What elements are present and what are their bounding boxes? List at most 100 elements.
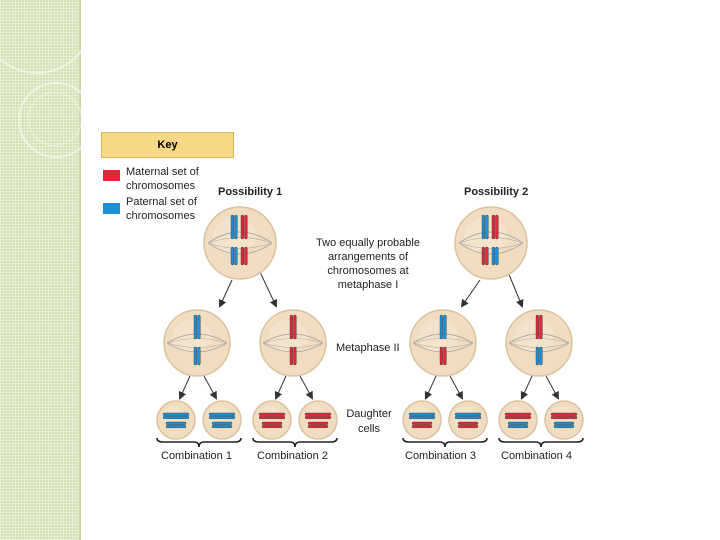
chromatid — [495, 214, 499, 240]
spindle-fiber — [508, 338, 570, 344]
chromatid — [304, 416, 332, 420]
chromatid — [550, 412, 578, 416]
metaphase-ii-cell-3 — [409, 309, 477, 377]
chromatid — [193, 314, 197, 340]
chromatid — [411, 421, 433, 425]
paternal-swatch — [103, 203, 120, 214]
chromatid — [457, 425, 479, 429]
daughter-cell-2a — [252, 400, 292, 440]
chromatid — [457, 421, 479, 425]
maternal-label-line-2: chromosomes — [126, 180, 196, 192]
arrow-m2-3-left — [424, 375, 437, 400]
chromatid — [197, 314, 201, 340]
arrow-m2-1-left — [178, 375, 191, 400]
daughter-cell-1a — [156, 400, 196, 440]
chromatid — [208, 412, 236, 416]
spindle-fiber — [458, 231, 524, 244]
chromatid — [454, 416, 482, 420]
chromatid — [408, 412, 436, 416]
metaphase-i-cell-possibility-2 — [454, 206, 528, 280]
chromatid — [439, 346, 443, 366]
daughter-cell-2b — [298, 400, 338, 440]
chromatid — [504, 416, 532, 420]
chromatid — [261, 421, 283, 425]
chromatid — [443, 346, 447, 366]
metaphase-i-cell-possibility-1 — [203, 206, 277, 280]
chromatid — [197, 346, 201, 366]
metaphase-i-label-line-2: arrangements of — [327, 251, 409, 263]
chromatid — [193, 346, 197, 366]
chromatid — [535, 346, 539, 366]
arrow-m2-3-right — [449, 375, 463, 400]
chromatid — [211, 421, 233, 425]
arrow-m2-4-left — [520, 375, 533, 400]
combination-3-label: Combination 3 — [405, 450, 476, 462]
chromatid — [443, 314, 447, 340]
spindle-fiber — [207, 231, 273, 244]
metaphase-i-label-line-4: metaphase I — [337, 279, 399, 291]
key-title: Key — [101, 132, 234, 158]
paternal-label-line-2: chromosomes — [126, 210, 196, 222]
chromatid — [553, 421, 575, 425]
decorative-circle-small — [28, 92, 82, 146]
chromatid — [307, 425, 329, 429]
chromatid — [539, 314, 543, 340]
spindle-fiber — [262, 338, 324, 344]
chromatid — [495, 246, 499, 266]
arrow-p1-right — [259, 271, 278, 308]
paternal-label-line-1: Paternal set of — [126, 196, 197, 208]
chromatid — [258, 416, 286, 420]
chromatid — [504, 412, 532, 416]
daughter-cell-1b — [202, 400, 242, 440]
chromatid — [507, 421, 529, 425]
possibility-2-heading: Possibility 2 — [464, 186, 529, 198]
chromatid — [240, 246, 244, 266]
chromatid — [258, 412, 286, 416]
chromatid — [439, 314, 443, 340]
spindle-fiber — [458, 242, 524, 249]
spindle-fiber — [166, 338, 228, 344]
chromatid — [208, 416, 236, 420]
metaphase-ii-cell-4 — [505, 309, 573, 377]
arrow-p2-right — [507, 271, 524, 308]
spindle-fiber — [412, 338, 474, 344]
chromatid — [230, 214, 234, 240]
spindle-fiber — [458, 242, 524, 255]
chromatid — [162, 412, 190, 416]
cell-highlight — [514, 319, 554, 353]
chromatid — [485, 246, 489, 266]
chromatid — [539, 346, 543, 366]
spindle-fiber — [458, 237, 524, 244]
chromatid — [454, 412, 482, 416]
bracket-combination-1 — [156, 437, 242, 448]
spindle-fiber — [262, 342, 324, 348]
arrow-m2-2-right — [299, 375, 313, 400]
arrow-p2-left — [460, 279, 481, 308]
cell-highlight — [268, 319, 308, 353]
chromatid — [230, 246, 234, 266]
daughter-cell-3b — [448, 400, 488, 440]
spindle-fiber — [412, 342, 474, 348]
combination-1-label: Combination 1 — [161, 450, 232, 462]
chromatid — [234, 246, 238, 266]
chromatid — [553, 425, 575, 429]
decorative-circle-medium — [18, 82, 94, 158]
metaphase-i-label-line-3: chromosomes at — [327, 265, 409, 277]
spindle-fiber — [207, 237, 273, 244]
daughter-cells-label-line-1: Daughter — [346, 408, 392, 420]
chromatid — [165, 421, 187, 425]
arrow-p1-left — [218, 279, 233, 308]
sidebar-border — [79, 0, 81, 540]
combination-2-label: Combination 2 — [257, 450, 328, 462]
chromatid — [244, 214, 248, 240]
chromatid — [165, 425, 187, 429]
cell-highlight — [418, 319, 458, 353]
chromatid — [244, 246, 248, 266]
metaphase-ii-cell-1 — [163, 309, 231, 377]
chromatid — [211, 425, 233, 429]
spindle-fiber — [166, 342, 228, 348]
chromatid — [550, 416, 578, 420]
arrow-m2-4-right — [545, 375, 559, 400]
arrow-m2-1-right — [203, 375, 217, 400]
